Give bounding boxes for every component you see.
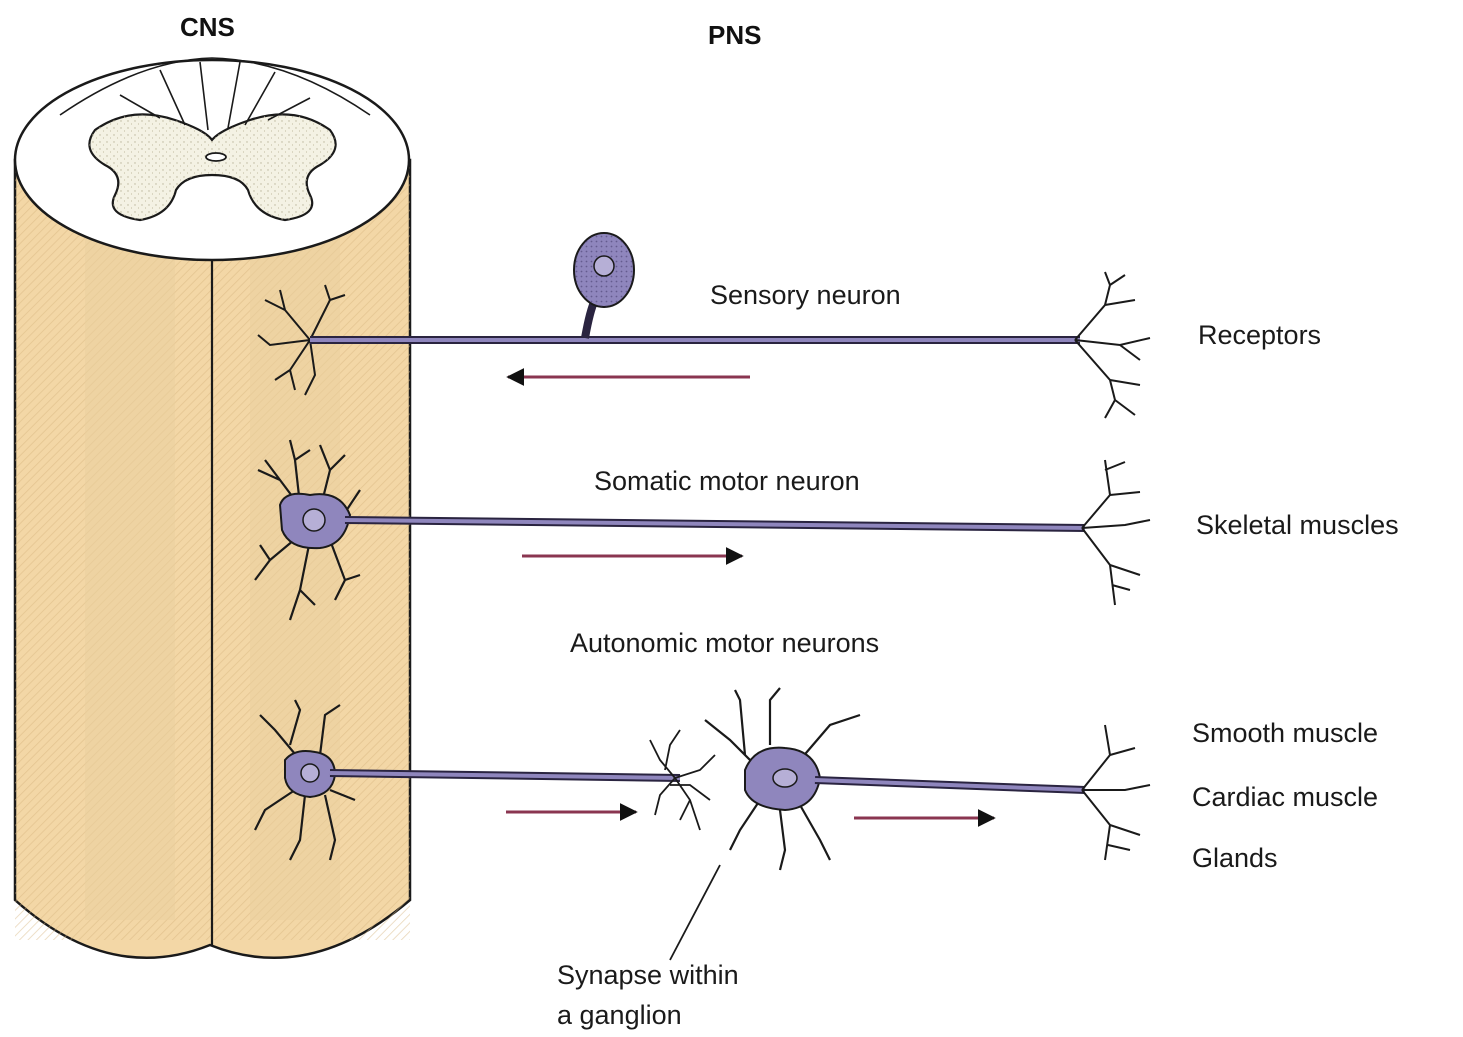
central-canal: [206, 153, 226, 161]
receptor-endings: [1075, 272, 1150, 418]
glands-label: Glands: [1192, 843, 1278, 874]
synapse-label-line2: a ganglion: [557, 1000, 682, 1031]
skeletal-muscle-endings: [1082, 460, 1150, 605]
receptors-label: Receptors: [1198, 320, 1321, 351]
spinal-cord: [15, 58, 410, 958]
pns-heading: PNS: [708, 20, 761, 51]
synapse-pointer-line: [670, 865, 720, 960]
cardiac-muscle-label: Cardiac muscle: [1192, 782, 1378, 813]
synapse-label-line1: Synapse within: [557, 960, 739, 991]
sensory-neuron-label: Sensory neuron: [710, 280, 901, 311]
cns-heading: CNS: [180, 12, 235, 43]
skeletal-muscles-label: Skeletal muscles: [1196, 510, 1399, 541]
autonomic-target-endings: [1082, 725, 1150, 860]
autonomic-motor-neurons-label: Autonomic motor neurons: [570, 628, 879, 659]
somatic-motor-neuron-label: Somatic motor neuron: [594, 466, 860, 497]
smooth-muscle-label: Smooth muscle: [1192, 718, 1378, 749]
